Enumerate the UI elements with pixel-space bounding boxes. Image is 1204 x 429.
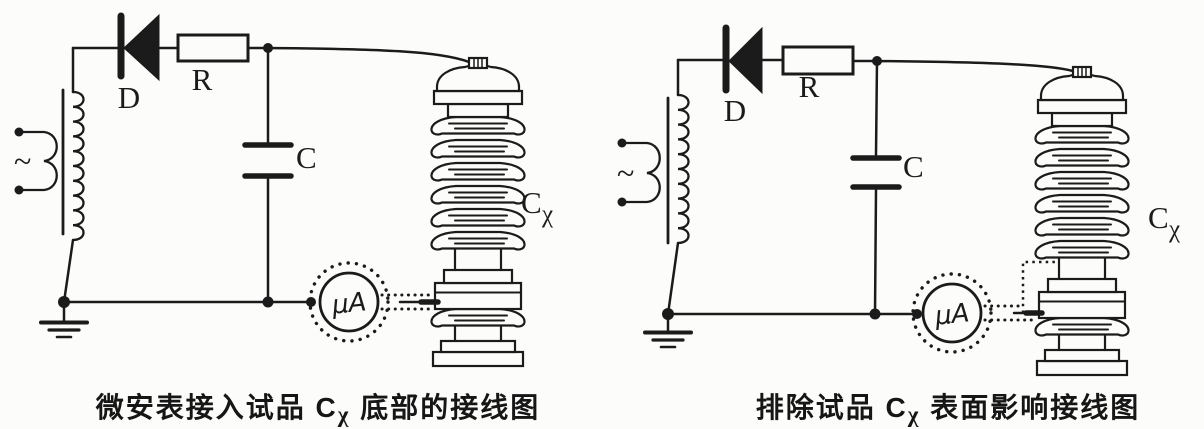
capacitor-icon xyxy=(850,59,902,316)
test-object-label-subscript: χ xyxy=(541,201,553,228)
left-caption: 微安表接入试品 Cχ 底部的接线图 xyxy=(78,386,558,427)
meter-body xyxy=(921,282,983,344)
shielded-lead xyxy=(983,304,1045,322)
transformer-icon: ~ xyxy=(14,88,85,242)
ac-source-symbol: ~ xyxy=(14,143,31,179)
resistor-label: R xyxy=(799,69,820,104)
primary-winding xyxy=(620,141,661,204)
test-object-insulator xyxy=(1034,65,1130,377)
meter-body xyxy=(318,271,380,333)
junction-dot xyxy=(872,56,882,66)
diode-triangle xyxy=(728,26,763,95)
diode-label: D xyxy=(118,80,140,115)
capacitor-bottom-lead xyxy=(873,188,878,316)
capacitor-icon xyxy=(242,46,294,304)
right-caption-subscript: χ xyxy=(907,402,921,427)
wire-top-to-test-object xyxy=(266,46,471,64)
junction-dot xyxy=(263,43,273,53)
wire-transformer-bottom xyxy=(62,238,75,304)
microammeter-icon: μA xyxy=(911,272,993,354)
diode-label: D xyxy=(724,93,746,128)
primary-terminal-dot xyxy=(617,138,627,148)
microammeter-icon: μA xyxy=(308,261,390,343)
test-object-label: C xyxy=(521,185,542,220)
left-caption-text: 底部的接线图 xyxy=(350,392,541,423)
transformer-icon: ~ xyxy=(617,93,690,245)
ground-icon xyxy=(643,312,693,349)
left-caption-subscript: χ xyxy=(337,402,351,427)
meter-label: μA xyxy=(330,287,368,321)
secondary-winding xyxy=(676,93,690,245)
right-circuit: ~ xyxy=(617,24,1180,377)
junction-dot xyxy=(306,297,316,307)
test-object-label-subscript: χ xyxy=(1168,216,1180,243)
meter-shield-ring xyxy=(911,272,993,354)
right-caption-text: 排除试品 C xyxy=(755,392,908,423)
resistor-icon xyxy=(781,45,855,76)
secondary-winding xyxy=(71,90,85,242)
capacitor-label: C xyxy=(296,140,317,175)
junction-dot xyxy=(262,296,274,308)
diode-icon xyxy=(722,24,763,95)
guard-lead xyxy=(1021,260,1059,313)
right-caption-text: 表面影响接线图 xyxy=(920,392,1141,423)
primary-winding xyxy=(17,130,58,192)
capacitor-top-lead xyxy=(874,59,879,157)
primary-terminal-dot xyxy=(617,197,627,207)
ac-source-symbol: ~ xyxy=(617,155,634,191)
wire-transformer-bottom xyxy=(666,241,680,316)
meter-shield-ring xyxy=(308,261,390,343)
diode-icon xyxy=(117,12,160,82)
junction-dot xyxy=(912,309,922,319)
junction-dot xyxy=(662,308,674,320)
capacitor-label: C xyxy=(903,149,924,184)
shielded-lead xyxy=(380,293,441,311)
left-caption-text: 微安表接入试品 C xyxy=(95,392,338,423)
diode-triangle xyxy=(123,13,160,82)
junction-dot xyxy=(58,296,70,308)
test-object-insulator xyxy=(430,56,526,368)
resistor-label: R xyxy=(192,62,213,97)
test-object-label: C xyxy=(1148,200,1169,235)
right-caption: 排除试品 Cχ 表面影响接线图 xyxy=(728,386,1168,427)
left-circuit: ~ xyxy=(14,12,553,368)
junction-dot xyxy=(869,308,881,320)
resistor-icon xyxy=(176,33,250,63)
wire-top-to-test-object xyxy=(875,59,1075,73)
meter-label: μA xyxy=(933,298,971,332)
primary-terminal-dot xyxy=(14,185,24,195)
primary-terminal-dot xyxy=(14,127,24,137)
